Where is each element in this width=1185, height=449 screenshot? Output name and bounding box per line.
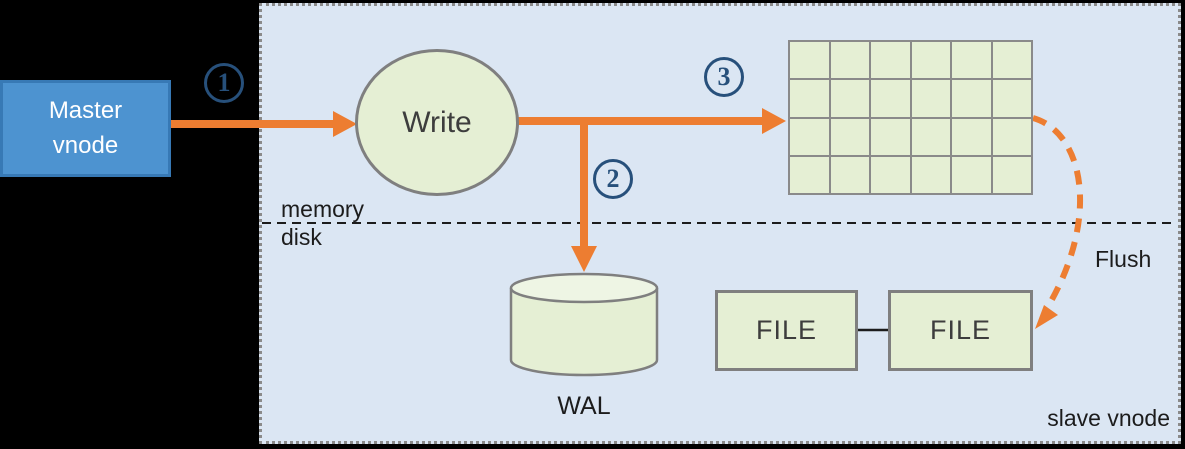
grid-cell bbox=[992, 42, 1031, 79]
grid-cell bbox=[952, 156, 991, 193]
grid-cell bbox=[911, 80, 950, 117]
grid-cell bbox=[911, 42, 950, 79]
grid-cell bbox=[830, 80, 869, 117]
wal-label: WAL bbox=[557, 392, 611, 420]
grid-cell bbox=[790, 156, 829, 193]
grid-cell bbox=[992, 80, 1031, 117]
grid-cell bbox=[871, 80, 910, 117]
grid-cell bbox=[992, 118, 1031, 155]
grid-cell bbox=[911, 118, 950, 155]
mem-table-grid bbox=[788, 40, 1033, 195]
step-1-badge: 1 bbox=[204, 63, 244, 103]
grid-cell bbox=[992, 156, 1031, 193]
grid-cell bbox=[871, 42, 910, 79]
grid-cell bbox=[871, 118, 910, 155]
memory-label: memory bbox=[281, 196, 365, 222]
file-box-2: FILE bbox=[888, 290, 1033, 371]
grid-cell bbox=[871, 156, 910, 193]
grid-cell bbox=[952, 42, 991, 79]
grid-cell bbox=[790, 118, 829, 155]
wal-cylinder-top bbox=[509, 272, 659, 304]
grid-cell bbox=[952, 118, 991, 155]
grid-cell bbox=[790, 42, 829, 79]
grid-cell bbox=[830, 42, 869, 79]
grid-cell bbox=[790, 80, 829, 117]
master-vnode-box: Master vnode bbox=[0, 80, 171, 177]
step-2-badge: 2 bbox=[593, 159, 633, 199]
wal-cylinder bbox=[509, 272, 659, 377]
file-box-1: FILE bbox=[715, 290, 858, 371]
step-3-badge: 3 bbox=[704, 57, 744, 97]
write-node: Write bbox=[355, 49, 519, 196]
grid-cell bbox=[911, 156, 950, 193]
grid-cell bbox=[952, 80, 991, 117]
wal-cylinder-body bbox=[509, 288, 659, 377]
grid-cell bbox=[830, 118, 869, 155]
grid-cell bbox=[830, 156, 869, 193]
disk-label: disk bbox=[281, 224, 322, 250]
slave-vnode-label: slave vnode bbox=[1047, 405, 1170, 431]
flush-label: Flush bbox=[1095, 246, 1152, 272]
